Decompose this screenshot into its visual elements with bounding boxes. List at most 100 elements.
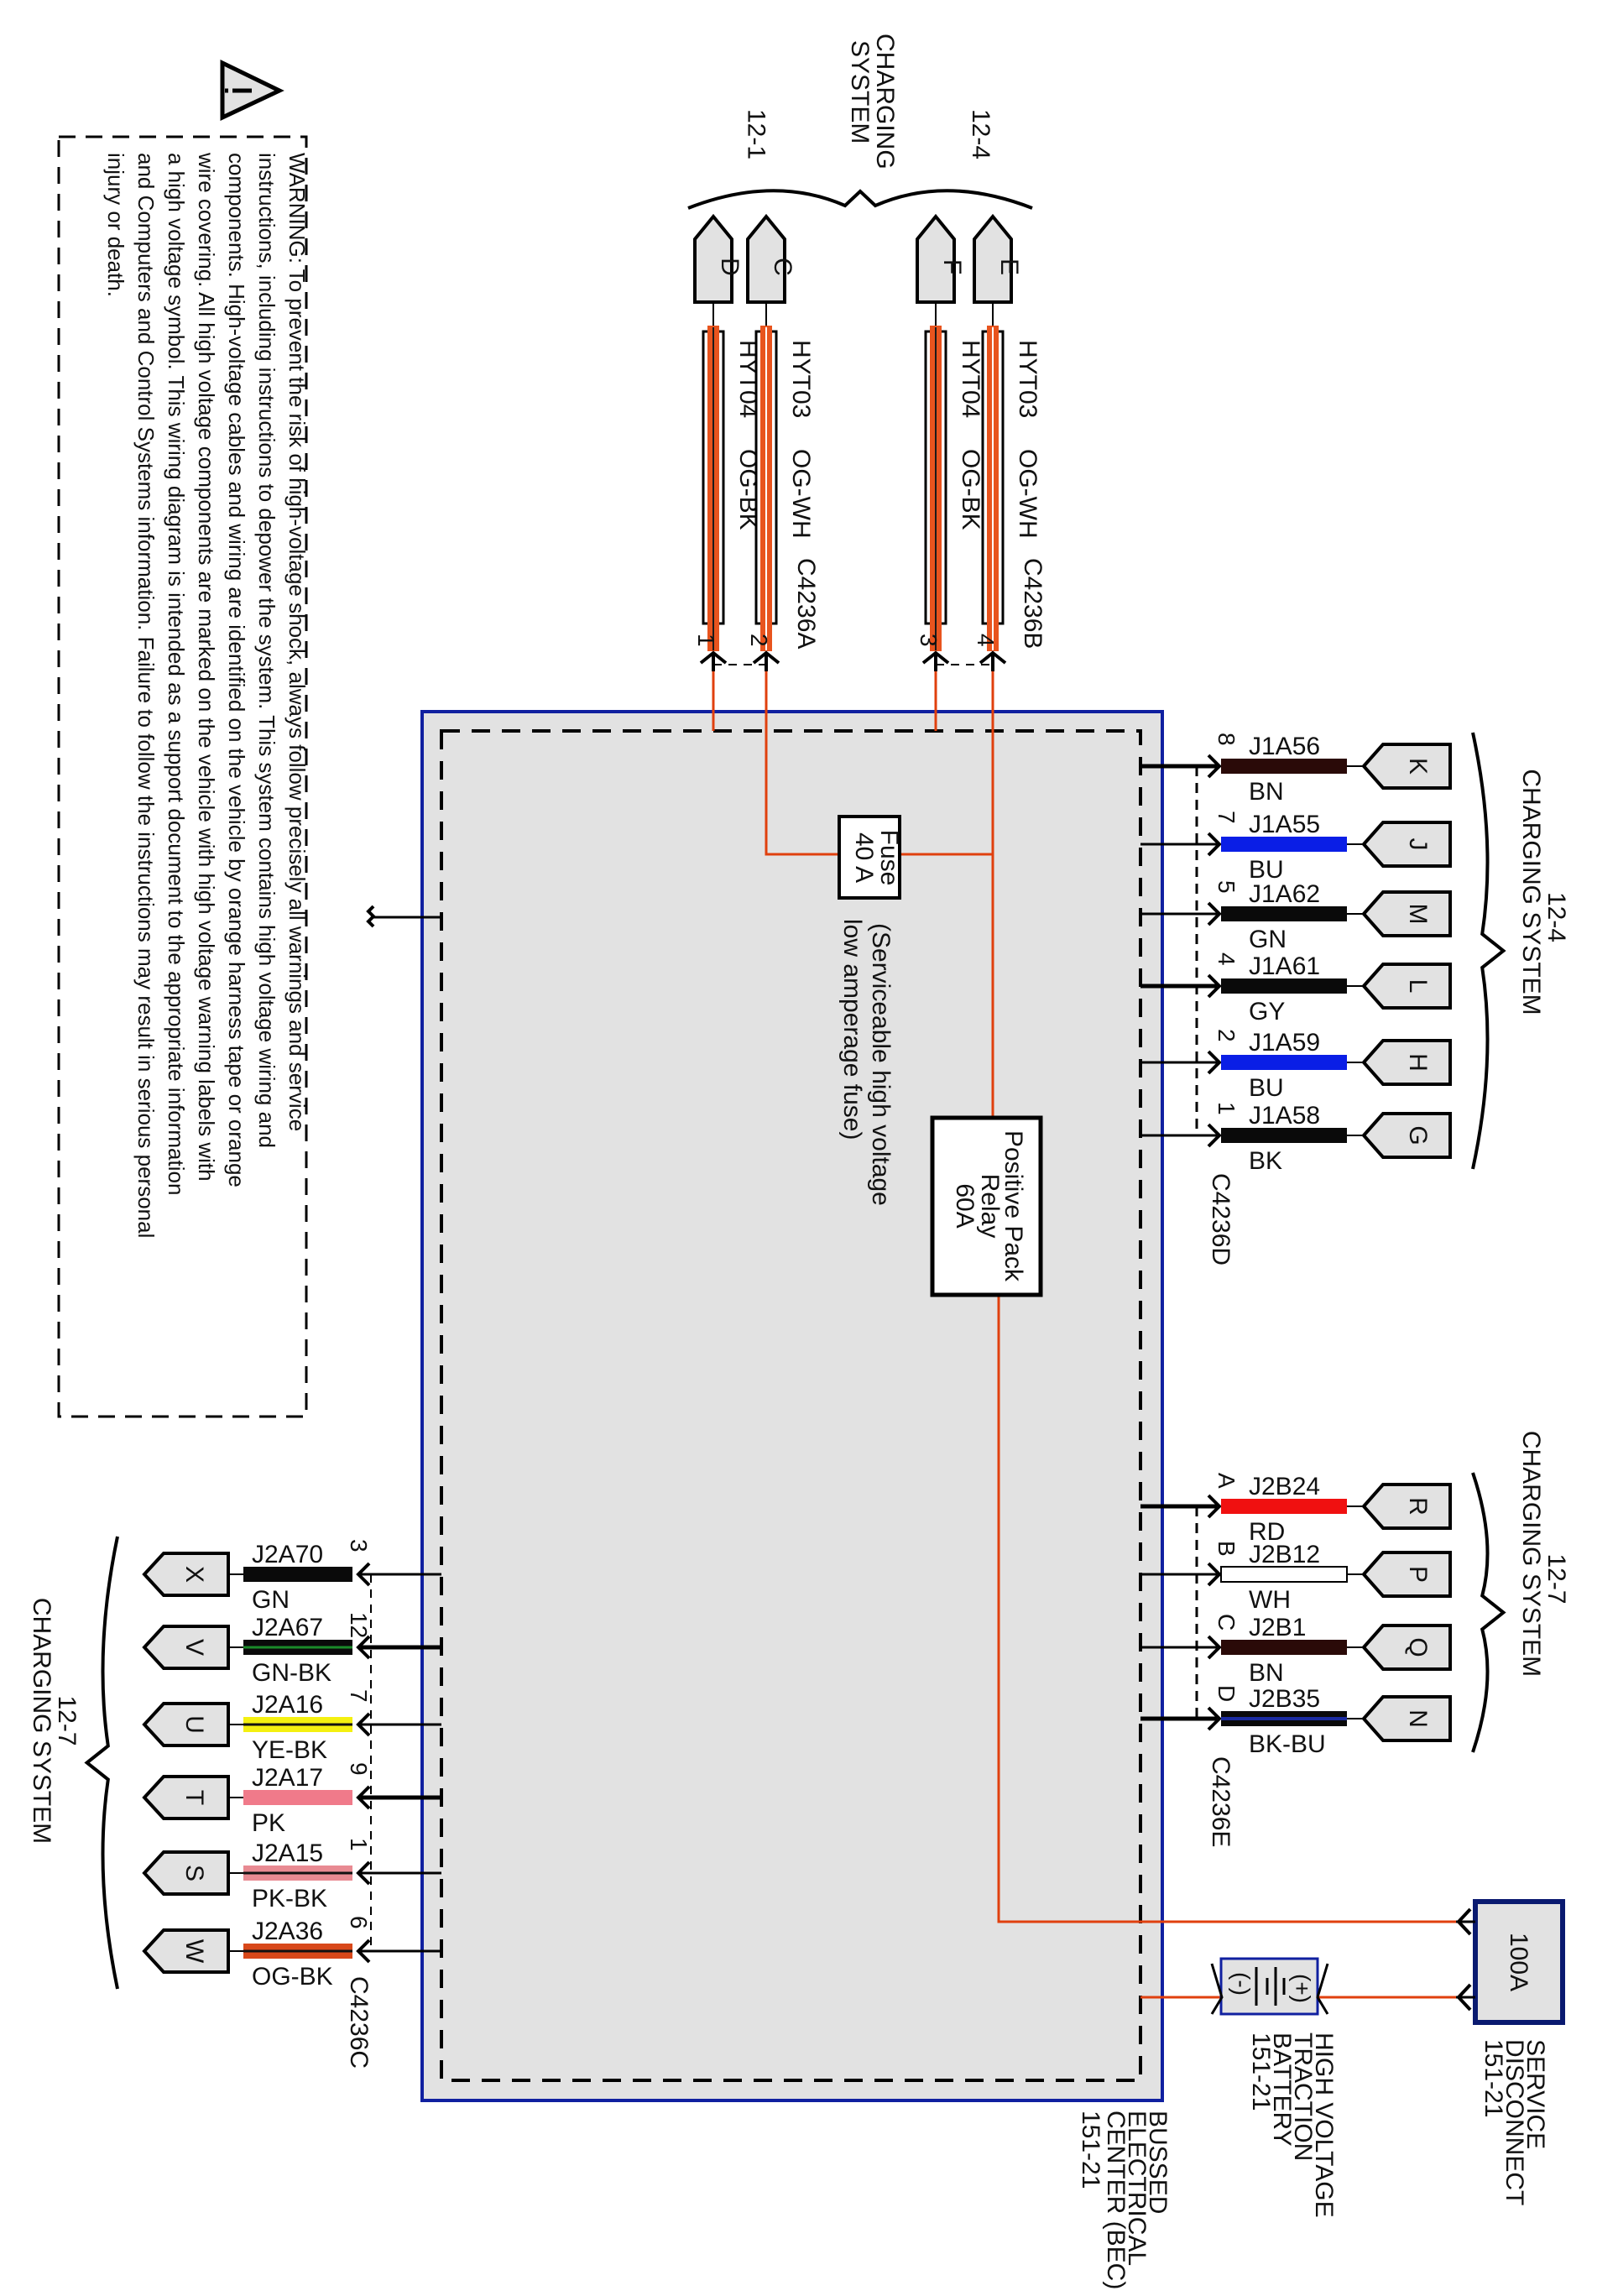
warning-line: WARNING: To prevent the risk of high-vol… — [284, 153, 310, 1131]
circuit-label: J2A17 — [252, 1764, 323, 1792]
connector-N[interactable] — [1361, 1695, 1452, 1742]
group-ref: 12-7 — [1542, 1553, 1570, 1604]
high-voltage-traction-battery[interactable]: (+) (-) — [1210, 1957, 1329, 2016]
connector-pin-icon — [1207, 1050, 1222, 1075]
group-title: CHARGING SYSTEM — [1517, 769, 1545, 1015]
pin-number: 4 — [973, 634, 999, 647]
wire-color-label: OG-BK — [252, 1963, 333, 1991]
connector-letter: V — [180, 1639, 208, 1656]
connector-letter: Q — [1404, 1637, 1432, 1657]
connector-W[interactable] — [142, 1928, 230, 1974]
connector-pin-icon — [1207, 754, 1222, 779]
connector-pin-icon — [356, 1939, 371, 1964]
battery-minus: (-) — [1229, 1972, 1255, 1996]
wire-c-to-fuse — [765, 671, 839, 856]
connector-U[interactable] — [142, 1702, 230, 1747]
circuit-label: J2A67 — [252, 1614, 323, 1641]
connector-S[interactable] — [142, 1850, 230, 1896]
circuit-label: J2B12 — [1249, 1541, 1320, 1568]
group-ref: 12-7 — [53, 1695, 81, 1745]
connector-pin-icon — [1207, 901, 1222, 926]
connector-pin-icon — [1207, 1706, 1222, 1731]
positive-pack-relay[interactable]: Positive Pack Relay 60A — [930, 1115, 1043, 1297]
pin-number: 2 — [746, 634, 772, 647]
wire-bar — [243, 1790, 352, 1805]
connector-pin-icon — [356, 1635, 371, 1660]
connector-pin-icon — [1207, 1562, 1222, 1587]
pin-number: 1 — [693, 634, 719, 647]
connector-Q[interactable] — [1361, 1624, 1452, 1671]
connector-pin-icon — [1207, 1494, 1222, 1519]
connector-id: C4236D — [1207, 1173, 1234, 1265]
wire-color-label: BK-BU — [1249, 1730, 1326, 1758]
connector-T[interactable] — [142, 1775, 230, 1820]
group-brace — [84, 1536, 119, 1990]
connector-H[interactable] — [1361, 1039, 1452, 1086]
pin-number: 1 — [346, 1838, 372, 1851]
relay-label-line3: 60A — [951, 1183, 979, 1228]
connector-pin-icon — [1456, 1983, 1472, 2012]
connector-C[interactable] — [746, 213, 786, 304]
wire-color-label: GY — [1249, 998, 1285, 1025]
connector-M[interactable] — [1361, 890, 1452, 937]
wire-bar — [1221, 978, 1347, 994]
service-disconnect-ref: 151-21 — [1480, 2039, 1507, 2117]
pin-number: C — [1214, 1614, 1240, 1631]
bec-module-box[interactable] — [420, 710, 1164, 2102]
connector-letter: X — [180, 1566, 208, 1583]
connector-E[interactable] — [973, 213, 1013, 304]
fuse-note-line1: (Serviceable high voltage — [867, 923, 895, 1206]
circuit-label: J1A61 — [1249, 952, 1320, 980]
circuit-label: J2A15 — [252, 1839, 323, 1867]
connector-K[interactable] — [1361, 743, 1452, 790]
connector-L[interactable] — [1361, 963, 1452, 1010]
connector-letter: P — [1404, 1566, 1432, 1583]
top-subgroup-ref: 12-4 — [967, 109, 994, 159]
pin-number: 4 — [1214, 952, 1240, 966]
wire-color-label: PK — [252, 1809, 285, 1837]
connector-pin-icon — [356, 1712, 371, 1737]
connector-pin-icon — [356, 1785, 371, 1810]
connector-J[interactable] — [1361, 821, 1452, 868]
connector-F[interactable] — [916, 213, 956, 304]
warning-line: components. High-voltage cables and wiri… — [224, 153, 249, 1187]
connector-X[interactable] — [142, 1552, 230, 1597]
pin-number: 6 — [346, 1916, 372, 1929]
service-disconnect[interactable]: 100A — [1456, 1899, 1565, 2025]
connector-G[interactable] — [1361, 1112, 1452, 1159]
warning-line: and Computers and Control Systems inform… — [133, 153, 159, 1238]
connector-D[interactable] — [693, 213, 733, 304]
battery-plus: (+) — [1289, 1974, 1315, 2003]
connector-R[interactable] — [1361, 1483, 1452, 1530]
bec-label-line1: BUSSED — [1144, 2111, 1172, 2214]
circuit-label: HYT03 — [1014, 340, 1041, 418]
connector-P[interactable] — [1361, 1551, 1452, 1598]
wire-bar — [1221, 759, 1347, 774]
top-group-title-line1: CHARGING — [871, 34, 899, 170]
fuse-40a[interactable]: Fuse 40 A — [838, 815, 903, 900]
connector-V[interactable] — [142, 1625, 230, 1670]
connector-letter: M — [1404, 904, 1432, 925]
group-title: CHARGING SYSTEM — [1517, 1431, 1545, 1677]
top-group-title-line2: SYSTEM — [846, 40, 874, 144]
connector-letter: D — [716, 258, 744, 276]
